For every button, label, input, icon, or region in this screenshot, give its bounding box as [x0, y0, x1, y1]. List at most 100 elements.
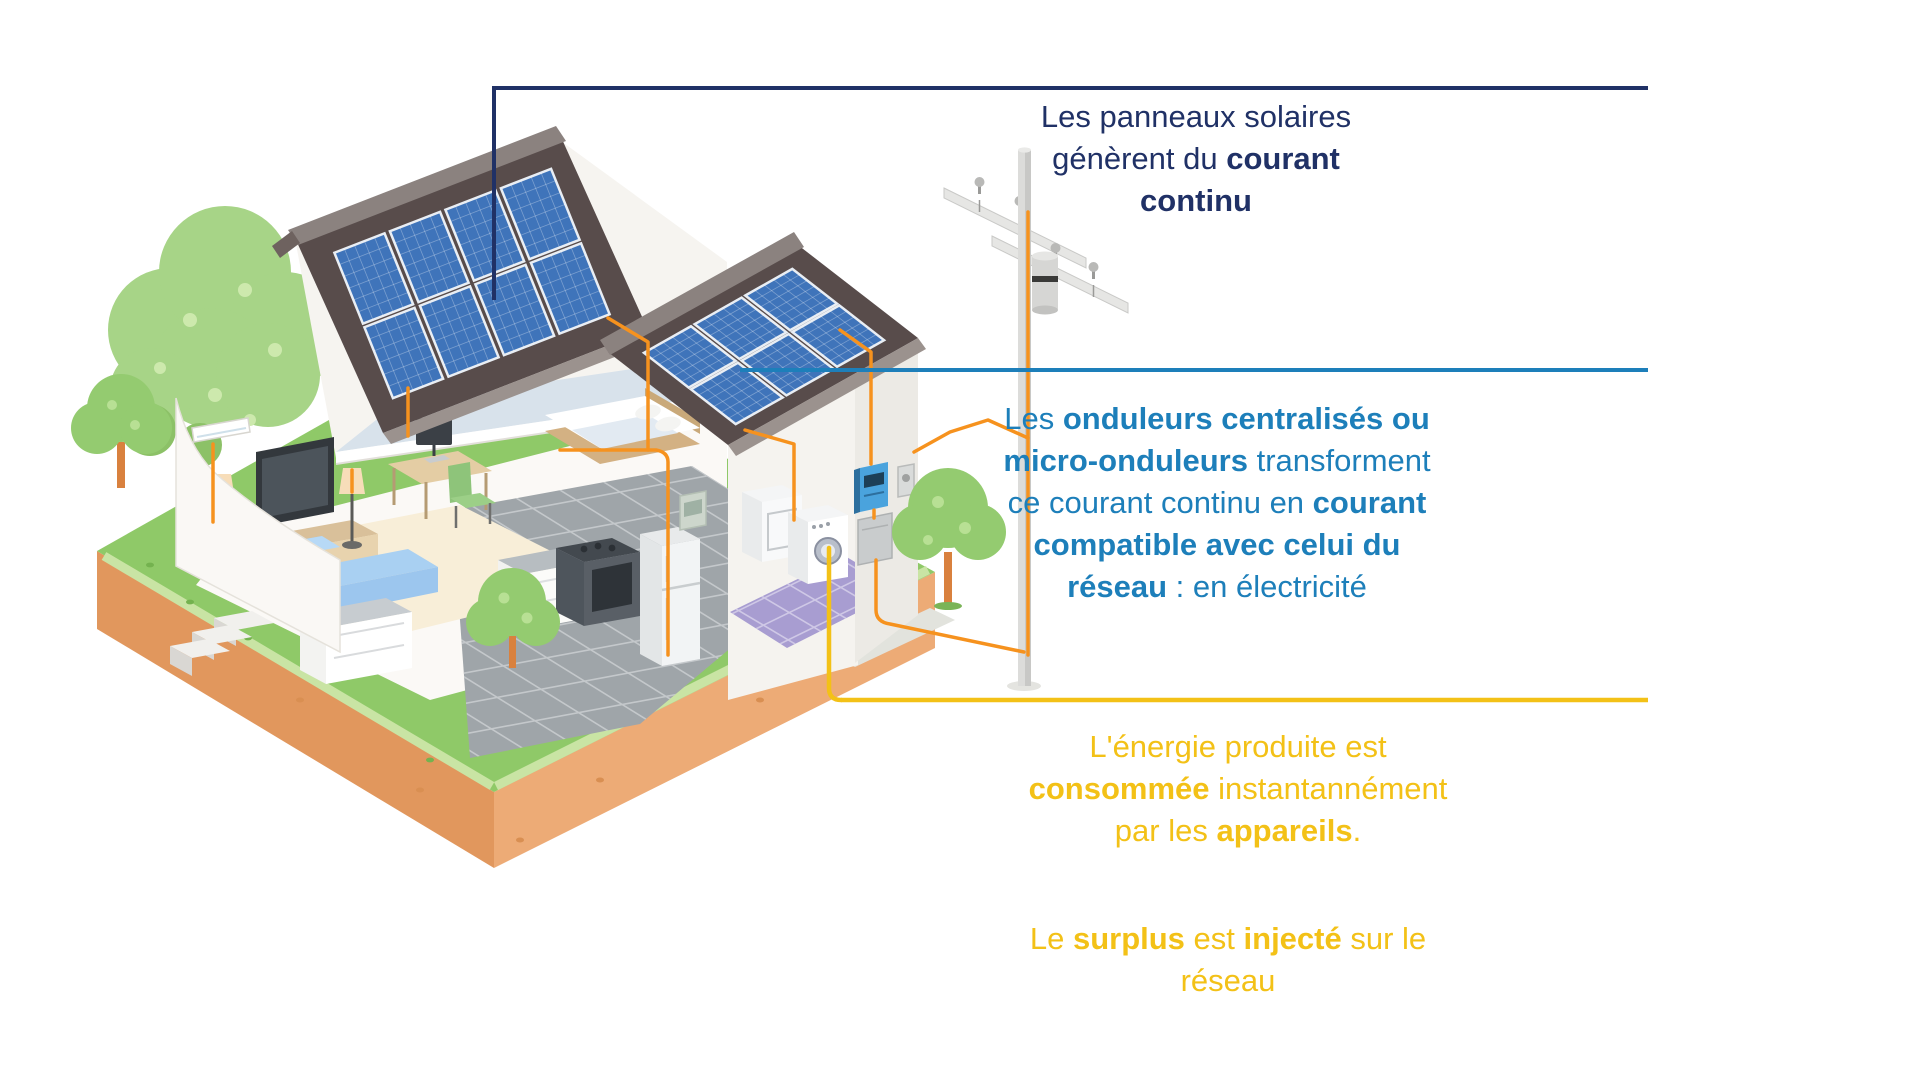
roof-eave [728, 338, 926, 456]
callout-text-bold: surplus [1072, 921, 1185, 956]
panel-cell-line [344, 248, 374, 320]
panel-cell-line [773, 279, 819, 315]
panel-cell-line [540, 266, 591, 287]
panel-cell-line [730, 556, 902, 648]
panel-cell-line [449, 293, 479, 366]
panel-cell-line [438, 333, 490, 354]
panel-cell-line [731, 326, 780, 354]
panel-cell-line [519, 215, 571, 236]
panel-cell-line [364, 240, 394, 313]
panel-cell-line [705, 373, 754, 402]
panel-cell-line [388, 366, 439, 387]
panel-cell-line [540, 258, 570, 330]
panel-cell-line [782, 297, 830, 325]
panel-cell-line [814, 322, 862, 350]
panel-cell-line [750, 355, 797, 391]
panel-cell-line [484, 288, 536, 309]
panel-cell-line [354, 244, 384, 317]
electric-meter [897, 463, 915, 498]
panel-cell-line [495, 276, 525, 348]
panel-cell-line [394, 223, 445, 244]
panel-cell-line [452, 558, 838, 758]
callout-text-bold: onduleurs centralisés ou [1062, 401, 1430, 436]
panel-cell-line [475, 197, 505, 270]
callout-text-bold: injecté [1243, 921, 1342, 956]
panel-cell-line [505, 180, 556, 201]
callout-text-line: consommée instantannément [988, 768, 1488, 810]
panel-cell-line [807, 316, 855, 344]
callout-text-line: Les panneaux solaires [956, 96, 1436, 138]
callout-text: est [1184, 921, 1244, 956]
callout-text-line: par les appareils. [988, 810, 1488, 852]
callout-text: transforment [1247, 443, 1431, 478]
front-bush [466, 568, 560, 668]
panel-cell-line [570, 247, 600, 319]
panel-cell-line [821, 328, 870, 356]
callout-consumption: L'énergie produite est consommée instanta… [988, 726, 1488, 852]
panel-cell-line [449, 201, 501, 222]
callout-text-line: Le surplus est injecté sur le [978, 918, 1478, 960]
panel-cell-line [383, 354, 434, 375]
panel-cell-line [724, 320, 772, 348]
panel-cell-line [394, 315, 424, 387]
callout-text: Le [1029, 921, 1073, 956]
panel-cell-line [485, 280, 515, 352]
stove [556, 538, 640, 626]
solar-panel [499, 167, 582, 261]
soil-left-face [97, 551, 494, 868]
panel-cell-line [452, 466, 838, 603]
callout-text: génèrent du [1052, 141, 1227, 176]
panel-cell-line [713, 379, 761, 408]
callout-text: L'énergie produite est [1089, 729, 1387, 764]
panel-cell-line [452, 466, 838, 758]
panel-cell-line [494, 311, 545, 332]
panel-cell-line [730, 556, 902, 648]
washing-machine [788, 505, 848, 584]
panel-cell-line [801, 326, 847, 362]
solar-panel [688, 361, 785, 426]
cable-eave-run [558, 448, 670, 657]
junction-box [857, 512, 893, 566]
panel-cell-line [515, 268, 545, 340]
panel-cell-line [681, 354, 729, 383]
callout-text-bold: réseau [1067, 569, 1168, 604]
solar-panel [641, 324, 738, 390]
callout-text: . [1352, 813, 1362, 848]
callout-text-bold: continu [1140, 183, 1252, 218]
small-tree-right [892, 468, 1006, 610]
panel-cell-line [338, 244, 390, 265]
panel-cell-line [443, 345, 495, 366]
panel-cell-line [774, 291, 823, 320]
panel-cell-line [399, 227, 429, 299]
panel-cell-line [701, 303, 750, 331]
panel-cell-line [829, 310, 875, 346]
panel-cell-line [545, 278, 596, 299]
panel-cell-line [730, 556, 902, 648]
panel-cell-line [681, 331, 727, 367]
panel-cell-line [459, 290, 489, 362]
cable-junction-to-pole [874, 558, 1026, 654]
panel-cell-line [709, 308, 757, 337]
main-roof [272, 126, 656, 444]
cable-pole-to-meter [912, 418, 1030, 454]
panel-cell-line [505, 272, 535, 344]
panel-cell-line [760, 349, 806, 386]
panel-cell-line [489, 299, 540, 321]
callout-text: : en électricité [1167, 569, 1367, 604]
callout-line-dc [492, 86, 1648, 300]
panel-cell-line [404, 311, 434, 383]
callout-text-bold: appareils [1216, 813, 1353, 848]
callout-text: Les [1004, 401, 1063, 436]
panel-cell-line [698, 368, 746, 396]
callout-text-line: Les onduleurs centralisés ou [952, 398, 1482, 440]
panel-cell-line [374, 237, 404, 309]
callout-text: réseau [1180, 963, 1276, 998]
panel-cell-line [413, 270, 465, 291]
panel-cell-line [452, 466, 838, 758]
lawn-edge-light-left [101, 552, 495, 790]
callout-lines [492, 86, 1648, 703]
panel-cell-line [419, 219, 449, 291]
panel-cell-line [452, 466, 838, 758]
